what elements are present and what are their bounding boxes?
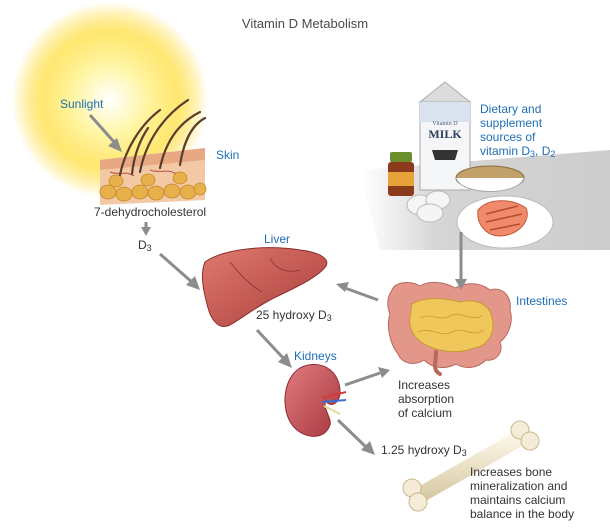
label-125-hydroxy-d3: 1.25 hydroxy D3 [381, 443, 467, 458]
milk-big-label: MILK [428, 127, 462, 141]
milk-small-label: Vitamin D [432, 121, 458, 127]
arrow-intestines-to-liver [336, 282, 379, 302]
label-intestines: Intestines [516, 294, 568, 308]
arrow-kidney-to-bone [336, 418, 375, 455]
liver-illustration [201, 247, 328, 327]
kidney-illustration [284, 363, 347, 437]
eggs-icon [406, 190, 451, 223]
arrow-skin-to-d3 [141, 222, 151, 236]
milk-carton-icon: Vitamin D MILK [418, 81, 472, 191]
salmon-plate-icon [456, 195, 554, 249]
arrow-food-to-intestines [455, 232, 467, 290]
food-sources-illustration: Vitamin D MILK [360, 81, 610, 250]
arrow-liver-to-kidney [255, 328, 292, 368]
bone-illustration [402, 420, 540, 512]
label-7-dehydrocholesterol: 7-dehydrocholesterol [94, 205, 207, 219]
intestines-illustration [387, 281, 512, 376]
sun-icon [12, 2, 208, 198]
cereal-bowl-icon [455, 165, 525, 192]
arrow-d3-to-liver [159, 252, 200, 290]
diagram-title: Vitamin D Metabolism [241, 16, 369, 31]
label-sunlight: Sunlight [60, 97, 104, 111]
label-bone-effects: Increases bone mineralization and mainta… [470, 465, 575, 521]
label-dietary-sources: Dietary and supplement sources of vitami… [480, 102, 556, 159]
skin-illustration [99, 98, 207, 205]
label-increases-absorption: Increases absorption of calcium [398, 378, 455, 420]
arrow-kidney-to-intestine [344, 367, 390, 387]
arrow-sunlight-to-skin [88, 114, 122, 152]
supplement-bottle-icon [388, 152, 414, 196]
label-skin: Skin [216, 148, 240, 162]
label-d3: D3 [138, 238, 152, 253]
label-liver: Liver [264, 232, 291, 246]
flow-arrows [88, 114, 467, 455]
label-kidneys: Kidneys [294, 349, 337, 363]
label-25-hydroxy-d3: 25 hydroxy D3 [256, 308, 332, 323]
